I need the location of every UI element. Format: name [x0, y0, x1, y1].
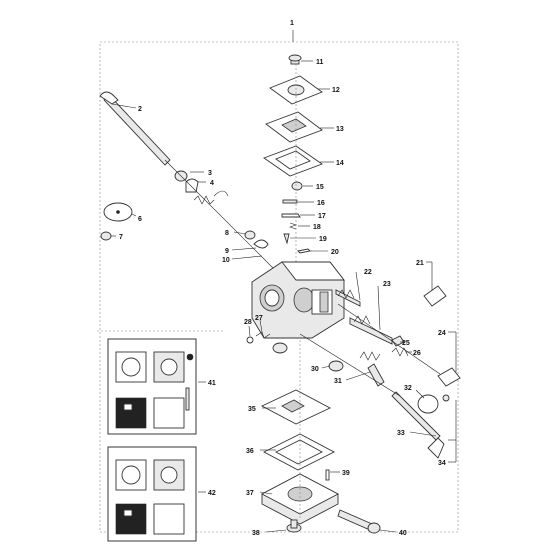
choke-group: 28 27 30 31 32 33 34 [244, 315, 457, 467]
callout-34: 34 [438, 460, 446, 467]
callout-25: 25 [402, 340, 410, 347]
callout-main: 1 [290, 20, 294, 27]
limiter-cap-24 [437, 367, 461, 387]
kit-41[interactable]: 41 [97, 330, 225, 435]
pump-cover-stack: 11 12 13 14 15 16 17 18 19 [263, 54, 344, 265]
callout-20: 20 [331, 249, 339, 256]
metering-stack: 35 36 37 39 38 40 [246, 340, 407, 537]
adjusting-needles-group: 22 23 21 25 26 24 [335, 260, 461, 387]
callout-17: 17 [318, 213, 326, 220]
callout-28: 28 [244, 319, 252, 326]
callout-3: 3 [208, 170, 212, 177]
callout-11: 11 [316, 59, 324, 66]
callout-26: 26 [413, 350, 421, 357]
callout-27: 27 [255, 315, 263, 322]
callout-2: 2 [138, 106, 142, 113]
callout-30: 30 [311, 366, 319, 373]
callout-12: 12 [332, 87, 340, 94]
callout-23: 23 [383, 281, 391, 288]
callout-33: 33 [397, 430, 405, 437]
callout-40: 40 [399, 530, 407, 537]
callout-37: 37 [246, 490, 254, 497]
callout-36: 36 [246, 448, 254, 455]
callout-7: 7 [119, 234, 123, 241]
callout-42: 42 [208, 490, 216, 497]
callout-24: 24 [438, 330, 446, 337]
callout-4: 4 [210, 180, 214, 187]
callout-14: 14 [336, 160, 344, 167]
callout-6: 6 [138, 216, 142, 223]
callout-39: 39 [342, 470, 350, 477]
callout-35: 35 [248, 406, 256, 413]
callout-31: 31 [334, 378, 342, 385]
callout-13: 13 [336, 126, 344, 133]
carburetor-body: 8 9 10 [222, 230, 345, 339]
callout-22: 22 [364, 269, 372, 276]
callout-10: 10 [222, 257, 230, 264]
callout-9: 9 [225, 248, 229, 255]
callout-16: 16 [317, 200, 325, 207]
callout-19: 19 [319, 236, 327, 243]
callout-41: 41 [208, 380, 216, 387]
callout-8: 8 [225, 230, 229, 237]
kit-42[interactable]: 42 [107, 446, 216, 542]
callout-15: 15 [316, 184, 324, 191]
throttle-shaft-group: 2 3 4 6 7 [99, 91, 291, 286]
callout-38: 38 [252, 530, 260, 537]
callout-18: 18 [313, 224, 321, 231]
callout-21: 21 [416, 260, 424, 267]
limiter-cap-21 [423, 285, 447, 307]
callout-32: 32 [404, 385, 412, 392]
assembly-frame: 1 [99, 20, 459, 533]
